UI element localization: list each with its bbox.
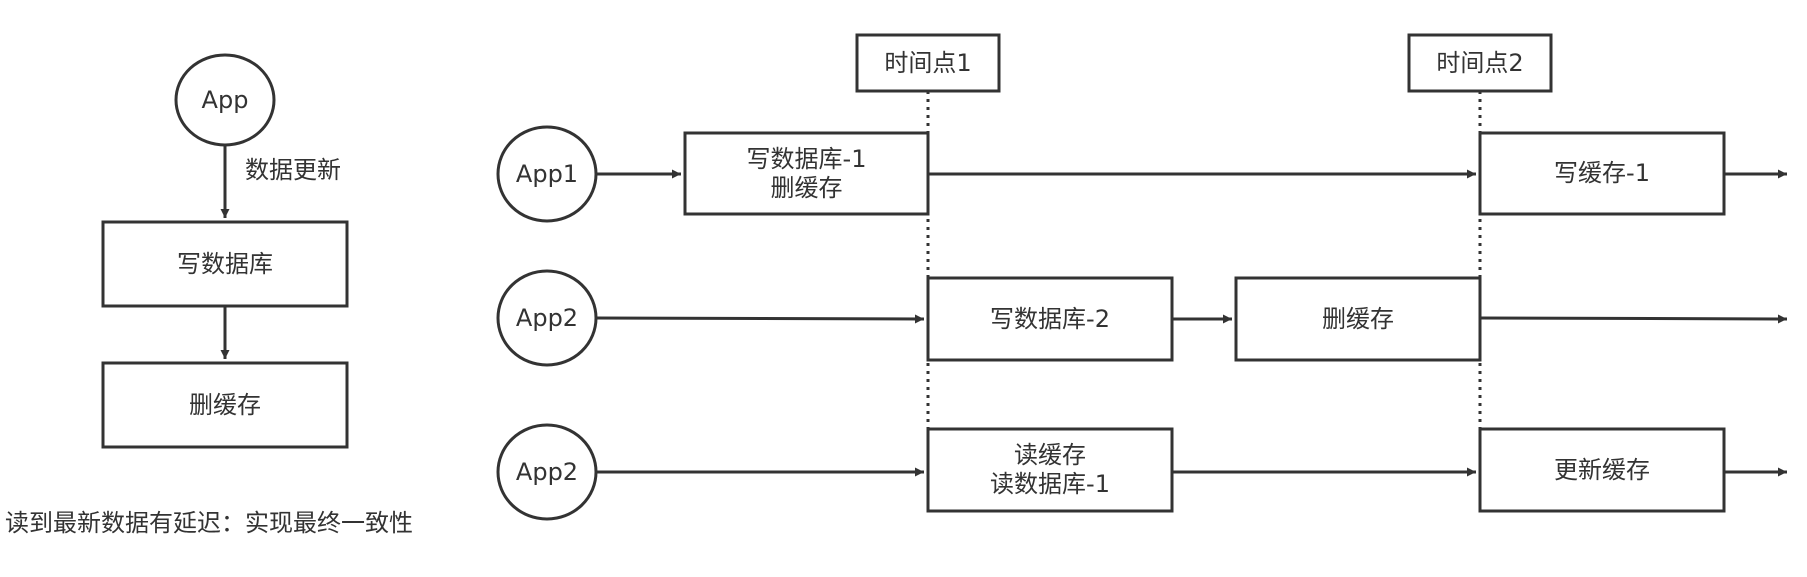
edge-label-data-update: 数据更新: [245, 155, 341, 184]
delete-cache-label: 删缓存: [189, 390, 261, 419]
time-point-1-label: 时间点1: [884, 48, 972, 77]
lane2-arrow-out: [1479, 314, 1788, 324]
lane1-app-label: App1: [515, 159, 579, 188]
lane2-app-label: App2: [515, 303, 579, 332]
app-node: [174, 53, 276, 147]
lane3-app-label: App2: [515, 457, 579, 486]
delete-cache-box: [101, 361, 349, 449]
lane3-box1-line2: 读数据库-1: [990, 470, 1110, 498]
consistency-caption: 读到最新数据有延迟：实现最终一致性: [5, 509, 413, 537]
lane1-box1-line1: 写数据库-1: [746, 144, 867, 173]
lane1-box1-label: 写数据库-1 删缓存: [685, 133, 928, 214]
lane3-box1: [926, 427, 1174, 513]
app-label: App: [201, 85, 249, 114]
time-point-2-label: 时间点2: [1436, 48, 1524, 77]
lane3-box2: [1478, 427, 1726, 513]
lane3-box1-label: 读缓存 读数据库-1: [928, 429, 1172, 511]
lane3-box2-label: 更新缓存: [1554, 455, 1650, 484]
lane1-box2-label: 写缓存-1: [1554, 159, 1650, 188]
lane1-box1-line2: 删缓存: [770, 173, 843, 202]
lane2-box1-label: 写数据库-2: [990, 304, 1110, 333]
lane2-arrow-1: [595, 314, 925, 324]
lane2-box2-label: 删缓存: [1322, 304, 1394, 333]
lane3-box1-line1: 读缓存: [1014, 441, 1086, 470]
write-db-label: 写数据库: [177, 249, 273, 278]
